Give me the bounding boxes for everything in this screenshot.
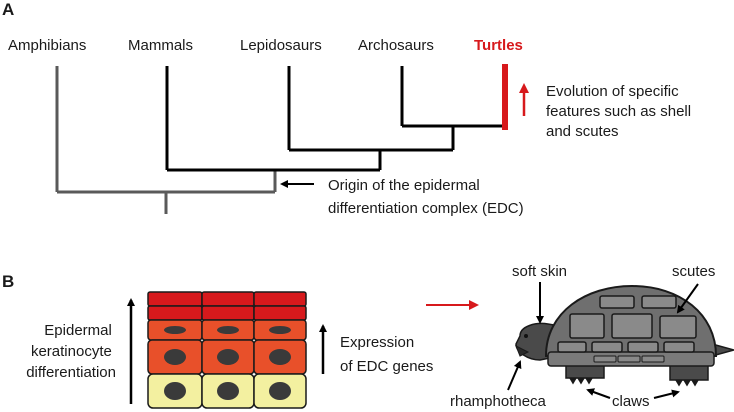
cladogram-gray-branches — [55, 66, 277, 214]
nucleus — [164, 382, 186, 400]
differentiation-label: Epidermal keratinocyte differentiation — [26, 322, 116, 381]
nucleus — [164, 349, 186, 365]
expression-label: Expression of EDC genes — [340, 334, 433, 375]
nucleus — [217, 349, 239, 365]
rhamphotheca-beak — [515, 344, 530, 357]
nucleus — [269, 382, 291, 400]
cornified-cell — [201, 305, 255, 321]
back-claws — [675, 379, 699, 387]
nucleus — [164, 326, 186, 334]
turtle-illustration — [515, 284, 734, 387]
soft-skin-label: soft skin — [512, 263, 567, 280]
carapace-scutes — [557, 295, 697, 353]
cornified-cell — [201, 291, 255, 307]
front-claws — [569, 377, 593, 385]
panel-a-label: A — [2, 0, 14, 19]
evolution-note: Evolution of specific features such as s… — [546, 83, 695, 140]
evolution-note-line-1: Evolution of specific — [546, 83, 679, 100]
taxon-mammals: Mammals — [128, 37, 193, 54]
nucleus — [217, 326, 239, 334]
scutes-label: scutes — [672, 263, 715, 280]
evolution-note-line-2: features such as shell — [546, 103, 691, 120]
taxon-archosaurs: Archosaurs — [358, 37, 434, 54]
differentiation-line-1: Epidermal — [44, 322, 112, 339]
differentiation-line-2: keratinocyte — [31, 343, 112, 360]
taxon-amphibians: Amphibians — [8, 37, 86, 54]
cornified-cell — [147, 305, 203, 321]
cornified-cell — [253, 305, 307, 321]
nucleus — [217, 382, 239, 400]
plastron-scutes — [593, 355, 665, 363]
nucleus — [269, 349, 291, 365]
origin-note: Origin of the epidermal differentiation … — [328, 177, 524, 217]
origin-note-line-1: Origin of the epidermal — [328, 177, 480, 194]
rhamphotheca-label: rhamphotheca — [450, 393, 547, 410]
expression-line-1: Expression — [340, 334, 414, 351]
turtle-eye — [524, 334, 528, 338]
taxon-turtles: Turtles — [474, 37, 523, 54]
panel-b-label: B — [2, 272, 14, 291]
scutes-pointer — [676, 283, 699, 314]
taxon-lepidosaurs: Lepidosaurs — [240, 37, 322, 54]
cladogram-black-branches — [165, 66, 503, 172]
origin-note-line-2: differentiation complex (EDC) — [328, 200, 524, 217]
cornified-cell — [147, 291, 203, 307]
claws-pointer-back — [653, 389, 680, 399]
nucleus — [269, 326, 291, 334]
rhamphotheca-pointer — [507, 360, 522, 391]
differentiation-line-3: differentiation — [26, 364, 116, 381]
claws-pointer-front — [586, 388, 611, 399]
epidermis-cell-layers — [147, 291, 307, 409]
cell-nuclei — [164, 326, 291, 400]
cornified-cell — [253, 291, 307, 307]
claws-label: claws — [612, 393, 650, 410]
expression-line-2: of EDC genes — [340, 358, 433, 375]
evolution-note-line-3: and scutes — [546, 123, 619, 140]
